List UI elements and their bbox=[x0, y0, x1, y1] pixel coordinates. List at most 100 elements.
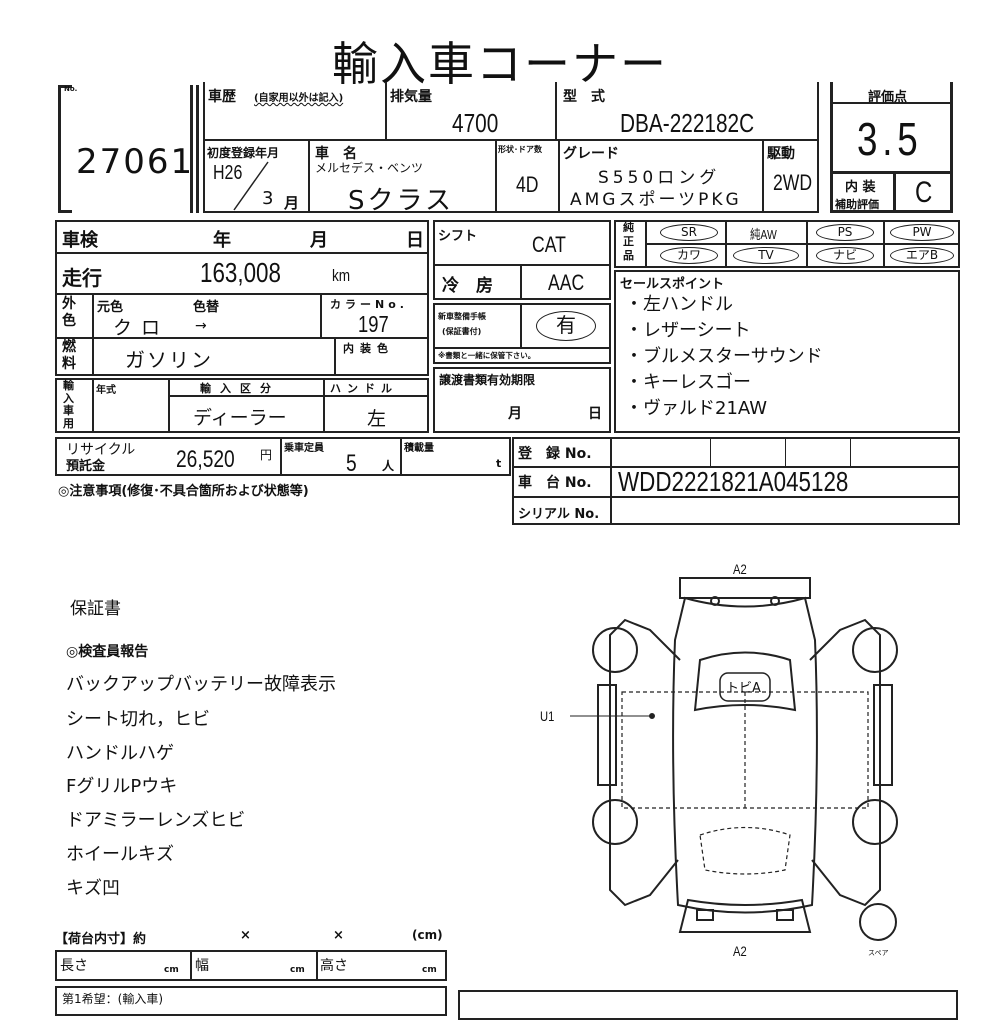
drive-value: 2WD bbox=[773, 170, 813, 195]
divider bbox=[55, 252, 429, 254]
first-reg-year: H26 bbox=[213, 162, 243, 184]
genuine-sr: SR bbox=[660, 224, 718, 241]
divider bbox=[558, 139, 560, 213]
doors-label: 形状･ドア数 bbox=[498, 145, 542, 154]
registration-table bbox=[512, 437, 960, 525]
divider bbox=[308, 139, 310, 213]
ac-label: 冷 房 bbox=[442, 276, 493, 296]
first-reg-label: 初度登録年月 bbox=[207, 146, 280, 160]
divider bbox=[850, 437, 851, 466]
registration-no-label: 登 録 No. bbox=[518, 446, 592, 462]
mileage-label: 走行 bbox=[62, 266, 102, 290]
caution-label: ◎注意事項(修復･不具合箇所および状態等) bbox=[58, 484, 309, 499]
recycle-unit: 円 bbox=[260, 448, 273, 462]
report-item: ホイールキズ bbox=[66, 844, 174, 865]
sales-point: ・キーレスゴー bbox=[625, 372, 751, 393]
cargo-height-label: 高さ bbox=[320, 958, 348, 974]
inspection-month: 月 bbox=[310, 230, 328, 251]
car-maker: メルセデス・ベンツ bbox=[315, 161, 424, 175]
sales-point: ・左ハンドル bbox=[625, 294, 733, 315]
diagram-top-label: A2 bbox=[733, 561, 747, 577]
report-item: バックアップバッテリー故障表示 bbox=[66, 674, 336, 695]
divider bbox=[512, 496, 960, 498]
divider bbox=[645, 243, 960, 245]
model-code-label: 型 式 bbox=[563, 89, 605, 105]
cargo-cm: cm bbox=[164, 965, 179, 975]
grade-label: グレード bbox=[563, 146, 619, 162]
first-reg-month-unit: 月 bbox=[284, 194, 300, 212]
warranty-text: 保証書 bbox=[70, 599, 121, 619]
interior-label: 内 装 bbox=[845, 180, 876, 195]
wish-label: 第1希望：(輸入車) bbox=[62, 992, 163, 1006]
lot-bracket bbox=[58, 85, 72, 213]
divider bbox=[495, 139, 497, 213]
divider bbox=[280, 437, 282, 476]
divider bbox=[203, 139, 819, 141]
import-class-label: 輸入区分 bbox=[200, 382, 280, 395]
genuine-tv: TV bbox=[733, 247, 799, 264]
divider bbox=[830, 102, 953, 104]
shift-label: シフト bbox=[438, 229, 478, 244]
divider bbox=[92, 293, 94, 376]
history-label: 車歴 bbox=[208, 89, 236, 105]
genuine-leather: カワ bbox=[660, 247, 718, 264]
doors-value: 4D bbox=[516, 172, 539, 197]
divider bbox=[196, 85, 199, 213]
transfer-month: 月 bbox=[508, 406, 522, 422]
report-title: ◎検査員報告 bbox=[66, 644, 149, 660]
divider bbox=[92, 378, 94, 433]
cargo-cm: cm bbox=[290, 965, 305, 975]
chassis-no-label: 車 台 No. bbox=[518, 475, 592, 491]
slash-mark bbox=[233, 161, 269, 211]
car-diagram bbox=[570, 577, 898, 941]
lot-label: No. bbox=[64, 85, 78, 93]
divider bbox=[893, 171, 896, 213]
recycle-table bbox=[55, 437, 511, 476]
divider bbox=[190, 85, 193, 213]
color-change-label: 色替 bbox=[193, 300, 220, 315]
exterior-label: 外色 bbox=[62, 296, 76, 329]
orig-color-label: 元色 bbox=[97, 300, 124, 315]
cargo-unit: (cm) bbox=[412, 928, 443, 942]
mileage-unit: km bbox=[332, 266, 351, 285]
divider bbox=[316, 950, 318, 981]
genuine-ps: PS bbox=[816, 224, 874, 241]
cargo-length-label: 長さ bbox=[60, 958, 88, 974]
divider bbox=[334, 337, 336, 376]
divider bbox=[610, 437, 612, 525]
divider bbox=[710, 437, 711, 466]
shift-cell bbox=[433, 220, 611, 300]
inspection-year: 年 bbox=[213, 230, 231, 251]
report-item: ハンドルハゲ bbox=[66, 743, 174, 764]
divider bbox=[190, 950, 192, 981]
divider bbox=[323, 378, 325, 433]
inspection-day: 日 bbox=[406, 230, 424, 251]
transfer-day: 日 bbox=[588, 406, 602, 422]
color-no: 197 bbox=[358, 311, 389, 337]
report-item: FグリルPウキ bbox=[66, 776, 178, 797]
diagram-bottom-label: A2 bbox=[733, 943, 747, 959]
genuine-pw: PW bbox=[890, 224, 954, 241]
load-unit: t bbox=[496, 457, 502, 470]
interior-color-label: 内装色 bbox=[343, 342, 394, 355]
fuel-value: ガソリン bbox=[125, 348, 213, 372]
serial-no-label: シリアル No. bbox=[518, 507, 600, 522]
import-label: 輸入車用 bbox=[63, 379, 74, 430]
sales-point: ・ヴァルド21AW bbox=[625, 398, 768, 419]
diagram-roof-label: トビA bbox=[726, 681, 761, 696]
color-no-label: カラーNo. bbox=[330, 298, 408, 311]
divider bbox=[320, 293, 322, 337]
cargo-x: × bbox=[333, 928, 344, 943]
transfer-label: 譲渡書類有効期限 bbox=[439, 373, 536, 387]
car-name-label: 車 名 bbox=[315, 146, 357, 162]
divider bbox=[55, 337, 429, 339]
manual-value: 有 bbox=[536, 311, 596, 341]
divider bbox=[168, 395, 429, 397]
mileage-value: 163,008 bbox=[200, 257, 281, 288]
drive-label: 駆動 bbox=[767, 146, 795, 162]
import-class-value: ディーラー bbox=[193, 407, 287, 429]
divider bbox=[555, 82, 557, 139]
divider bbox=[520, 303, 522, 348]
lot-number: 27061 bbox=[76, 142, 195, 182]
divider bbox=[400, 437, 402, 476]
